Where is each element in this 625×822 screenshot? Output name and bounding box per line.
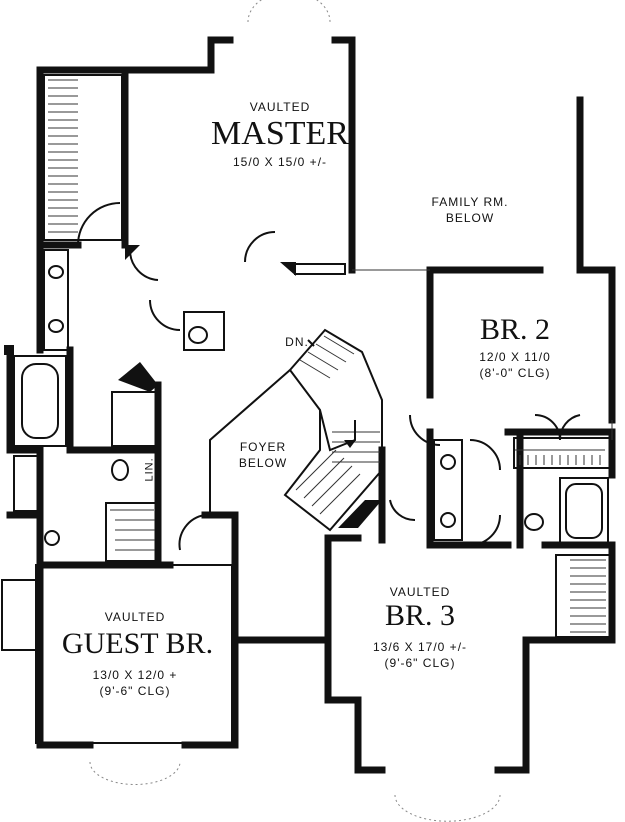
br3-clg-label: (9'-6" CLG) [384,656,456,670]
guest-clg-label: (9'-6" CLG) [99,684,171,698]
family-rm-label: FAMILY RM. [431,195,509,209]
wall-blocks [4,245,382,528]
br2-clg-label: (8'-0" CLG) [479,366,551,380]
foyer-edge [209,369,291,560]
guest-vaulted-label: VAULTED [104,610,166,624]
br3-name-label: BR. 3 [384,599,456,632]
br2-dims-label: 12/0 X 11/0 [479,350,551,364]
guest-dims-label: 13/0 X 12/0 + [92,668,178,682]
br3-vaulted-label: VAULTED [389,585,451,599]
closet-hatching [48,79,606,633]
br2-name-label: BR. 2 [479,313,551,346]
family-below-label: BELOW [445,211,495,225]
foyer-below-label: BELOW [238,456,288,470]
foyer-label: FOYER [239,440,287,454]
br3-dims-label: 13/6 X 17/0 +/- [372,640,468,654]
bay-windows [89,0,613,822]
guest-name-label: GUEST BR. [61,627,214,660]
stair-dn-label: DN. [285,335,309,349]
master-name-label: MASTER [211,115,349,152]
interior-lines [1,74,611,744]
master-vaulted-label: VAULTED [249,100,311,114]
doors [77,202,581,551]
staircase [283,328,383,532]
linen-label: LIN. [143,457,156,482]
master-dims-label: 15/0 X 15/0 +/- [232,155,328,169]
